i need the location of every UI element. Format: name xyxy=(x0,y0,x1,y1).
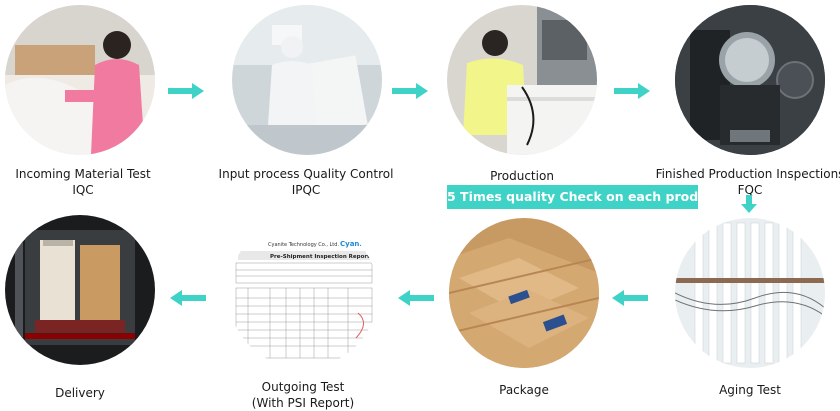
step-label-incoming-material: Incoming Material Test IQC xyxy=(0,166,166,198)
report-company: Cyanite Technology Co., Ltd. xyxy=(268,242,339,248)
arrow-left-icon xyxy=(612,290,648,306)
report-logo: Cyani xyxy=(340,240,362,248)
photo-finished-production-inspection xyxy=(675,5,825,155)
arrow-left-icon xyxy=(398,290,434,306)
arrow-right-icon xyxy=(392,83,428,99)
arrow-right-icon xyxy=(614,83,650,99)
step-code: IQC xyxy=(72,183,94,197)
step-title: Aging Test xyxy=(719,383,781,397)
photo-psi-report: Cyanite Technology Co., Ltd. Cyani Pre-S… xyxy=(228,218,378,368)
photo-production xyxy=(447,5,597,155)
step-title: Outgoing Test xyxy=(261,380,345,394)
arrow-right-icon xyxy=(168,83,204,99)
step-title: Delivery xyxy=(55,386,105,400)
photo-package xyxy=(449,218,599,368)
step-label-production: Production xyxy=(447,168,597,184)
photo-delivery xyxy=(5,215,155,365)
step-title: Finished Production Inspections xyxy=(655,167,840,181)
step-title: Incoming Material Test xyxy=(15,167,151,181)
arrow-left-icon xyxy=(170,290,206,306)
photo-input-process-qc xyxy=(232,5,382,155)
step-label-delivery: Delivery xyxy=(5,385,155,401)
step-label-finished-production: Finished Production Inspections FQC xyxy=(650,166,840,198)
photo-incoming-material xyxy=(5,5,155,155)
step-label-aging-test: Aging Test xyxy=(675,382,825,398)
step-title: Package xyxy=(499,383,549,397)
step-title: Input process Quality Control xyxy=(218,167,394,181)
step-code: FQC xyxy=(737,183,763,197)
step-title: Production xyxy=(490,169,554,183)
quality-check-banner: 5 Times quality Check on each product xyxy=(447,185,720,209)
step-code: IPQC xyxy=(291,183,321,197)
step-label-package: Package xyxy=(449,382,599,398)
arrow-down-icon xyxy=(741,195,757,213)
step-label-input-process-qc: Input process Quality Control IPQC xyxy=(206,166,406,198)
report-title: Pre-Shipment Inspection Report xyxy=(270,254,370,260)
step-label-outgoing-test: Outgoing Test (With PSI Report) xyxy=(228,379,378,411)
photo-aging-test xyxy=(675,218,825,368)
step-code: (With PSI Report) xyxy=(251,396,355,410)
